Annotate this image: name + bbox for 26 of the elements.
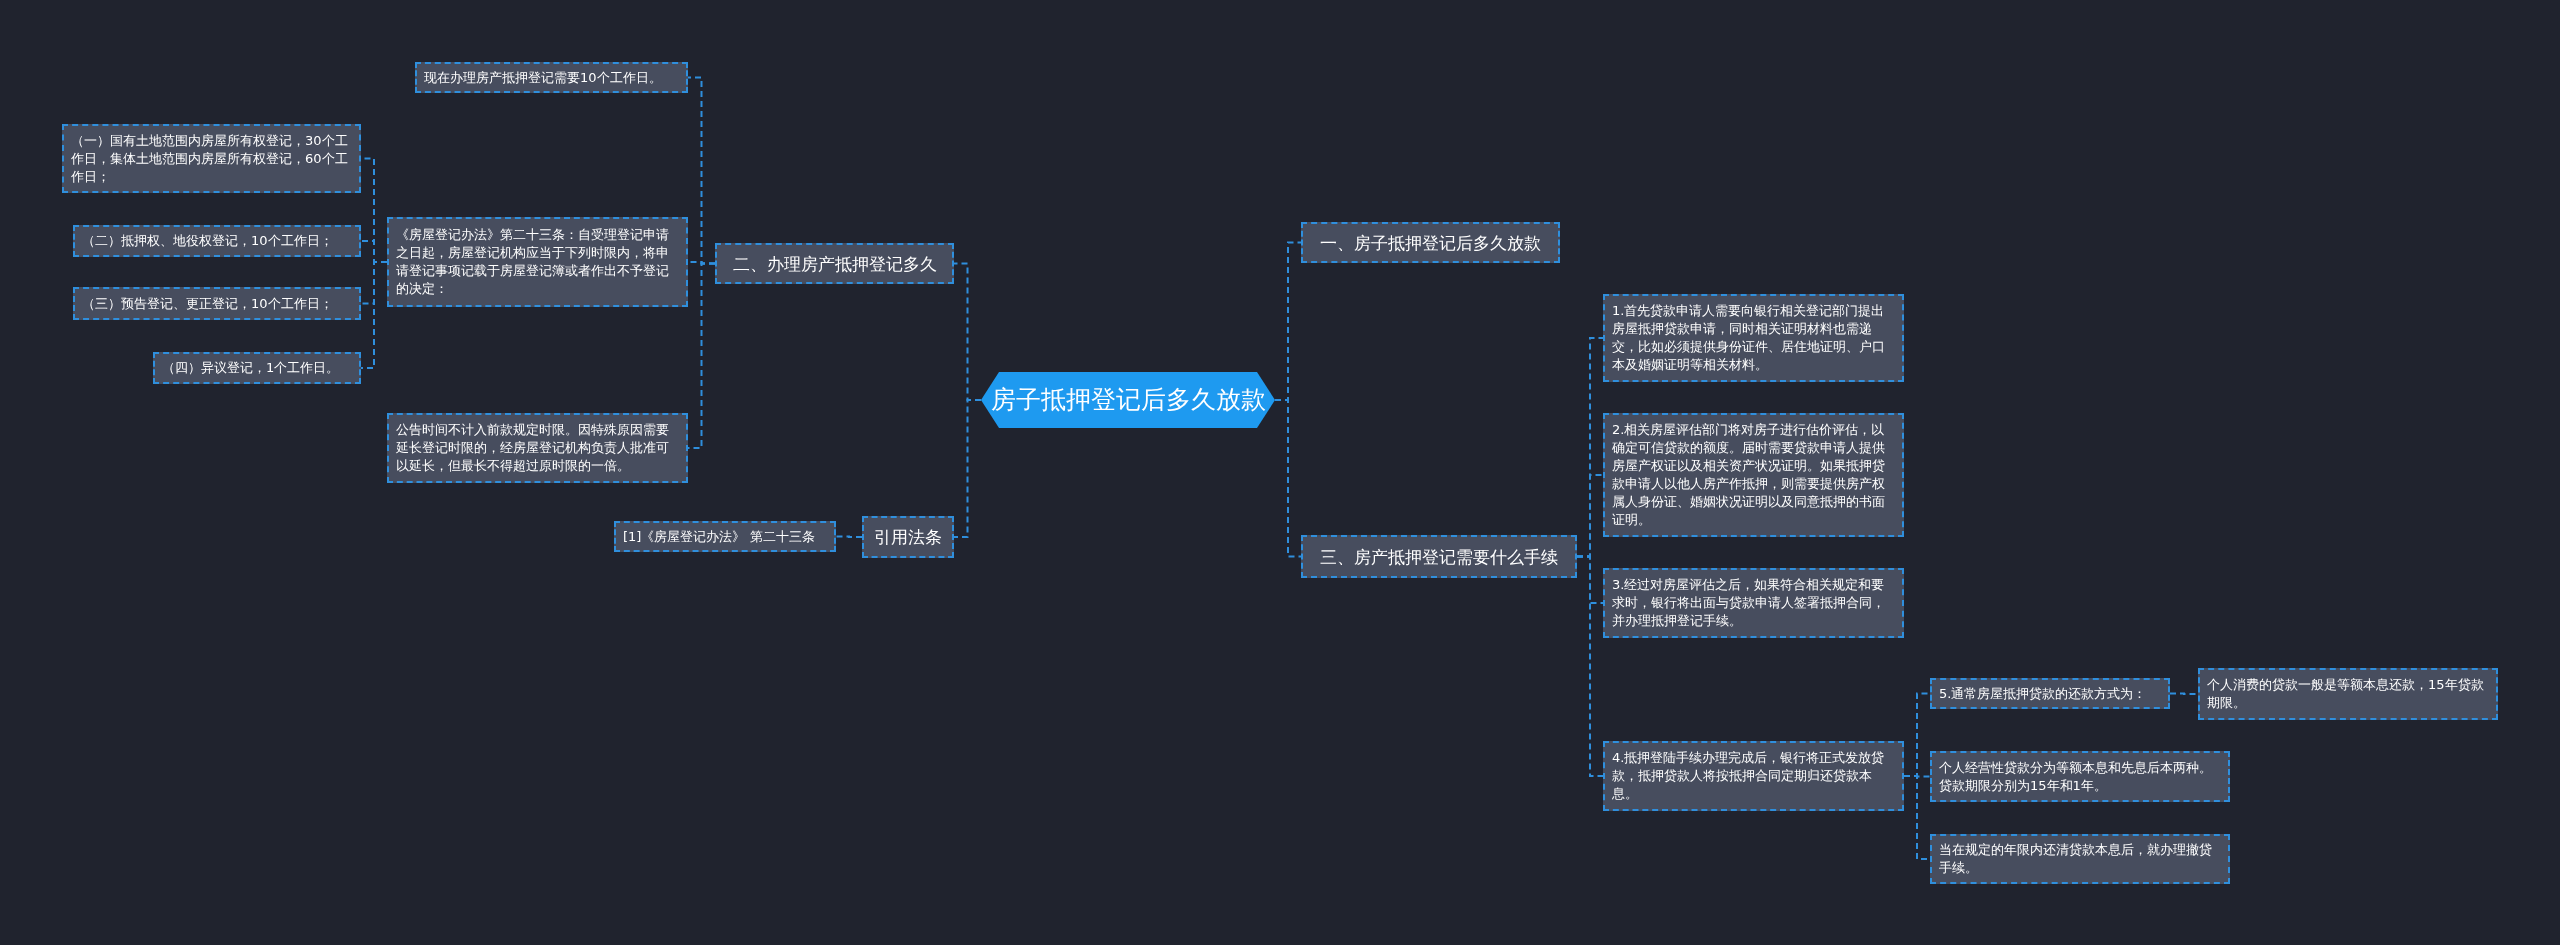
note-box: 1.首先贷款申请人需要向银行相关登记部门提出房屋抵押贷款申请，同时相关证明材料也需递交，比如必须提供身份证件、居住地证明、户口本及婚姻证明等相关材料。 — [1603, 294, 1904, 382]
note-box: 5.通常房屋抵押贷款的还款方式为： — [1930, 678, 2170, 709]
note-box: （二）抵押权、地役权登记，10个工作日； — [73, 225, 361, 257]
topic-box: 引用法条 — [862, 516, 954, 558]
note-box: 现在办理房产抵押登记需要10个工作日。 — [415, 62, 688, 93]
note-box: （一）国有土地范围内房屋所有权登记，30个工作日，集体土地范围内房屋所有权登记，60个工作日； — [62, 124, 361, 193]
central-topic: 房子抵押登记后多久放款 — [981, 372, 1275, 428]
connector-line — [2169, 692, 2199, 695]
topic-box: 一、房子抵押登记后多久放款 — [1301, 222, 1560, 263]
topic-box: 三、房产抵押登记需要什么手续 — [1301, 535, 1577, 578]
note-box: （三）预告登记、更正登记，10个工作日； — [73, 287, 361, 320]
connector-line — [1274, 399, 1302, 558]
note-box: [1]《房屋登记办法》 第二十三条 — [614, 521, 836, 552]
note-box: 公告时间不计入前款规定时限。因特殊原因需要延长登记时限的，经房屋登记机构负责人批准可以延长，但最长不得超过原时限的一倍。 — [387, 413, 688, 483]
connector-line — [953, 399, 982, 538]
topic-box: 二、办理房产抵押登记多久 — [715, 243, 954, 284]
connector-line — [1576, 555, 1604, 777]
note-box: 3.经过对房屋评估之后，如果符合相关规定和要求时，银行将出面与贷款申请人签署抵押合同，并办理抵押登记手续。 — [1603, 568, 1904, 638]
note-box: 《房屋登记办法》第二十三条：自受理登记申请之日起，房屋登记机构应当于下列时限内，将申请登记事项记载于房屋登记簿或者作出不予登记的决定： — [387, 217, 688, 307]
note-box: 4.抵押登陆手续办理完成后，银行将正式发放贷款，抵押贷款人将按抵押合同定期归还贷款本息。 — [1603, 741, 1904, 811]
note-box: 个人经营性贷款分为等额本息和先息后本两种。贷款期限分别为15年和1年。 — [1930, 751, 2230, 802]
note-box: 2.相关房屋评估部门将对房子进行估价评估，以确定可信贷款的额度。届时需要贷款申请人提供房屋产权证以及相关资产状况证明。如果抵押贷款申请人以他人房产作抵押，则需要提供房产权属人身份证、婚姻状况证明以及同意抵押的书面证明。 — [1603, 413, 1904, 537]
note-box: （四）异议登记，1个工作日。 — [153, 352, 361, 384]
note-box: 当在规定的年限内还清贷款本息后，就办理撤贷手续。 — [1930, 834, 2230, 884]
connector-line — [835, 535, 863, 538]
note-box: 个人消费的贷款一般是等额本息还款，15年贷款期限。 — [2198, 668, 2498, 720]
